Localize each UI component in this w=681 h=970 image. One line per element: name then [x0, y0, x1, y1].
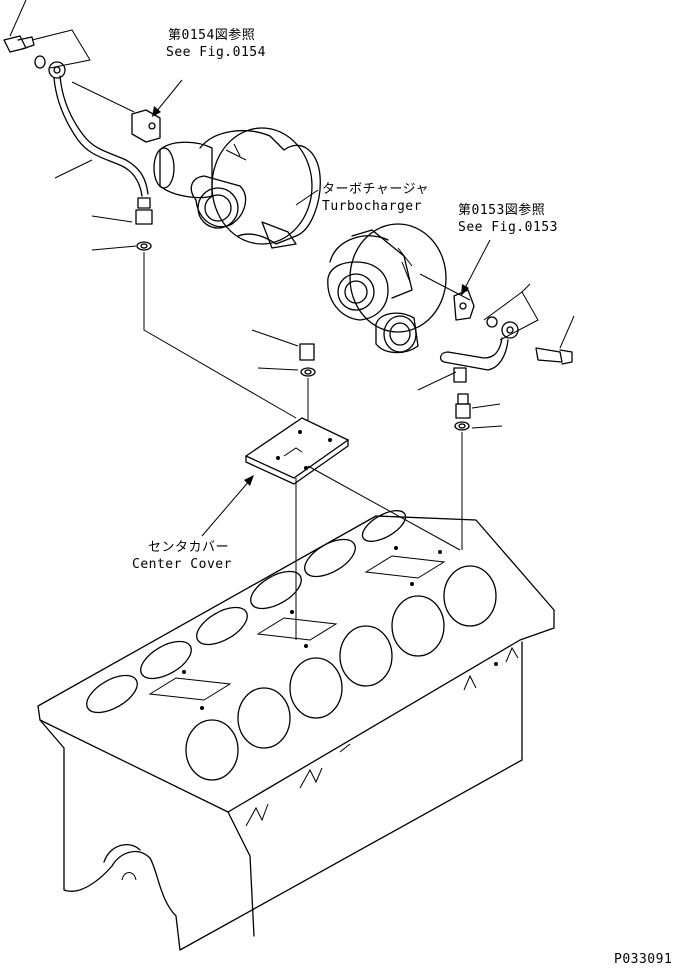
right-fitting: [454, 393, 503, 550]
right-bolt-assembly: [483, 283, 575, 365]
ref-arrow-0154: [152, 79, 183, 117]
center-cover-arrow: [201, 475, 254, 537]
engine-block: [37, 510, 555, 951]
center-cover: [244, 417, 461, 640]
fig0154-ref-ja: 第0154図参照: [168, 28, 256, 43]
center-cover-label-en: Center Cover: [132, 557, 232, 572]
turbocharger-label-en: Turbocharger: [322, 199, 422, 214]
ref-arrow-0153: [461, 239, 491, 296]
left-fitting: [91, 197, 297, 419]
center-fitting: [251, 329, 316, 430]
left-oil-pipe: [53, 75, 149, 197]
center-cover-label-ja: センタカバー: [148, 540, 230, 555]
right-oil-pipe: [417, 337, 509, 391]
fig0154-ref-en: See Fig.0154: [166, 45, 266, 60]
drawing-number: P033091: [614, 952, 673, 967]
turbocharger-label-ja: ターボチャージャ: [322, 182, 429, 197]
turbocharger-left: [131, 109, 321, 249]
fig0153-ref-en: See Fig.0153: [458, 220, 558, 235]
left-bolt-assembly: [3, 0, 91, 79]
turbocharger-leader: [295, 189, 319, 206]
fig0153-ref-ja: 第0153図参照: [458, 203, 546, 218]
turbocharger-right: [327, 223, 475, 354]
